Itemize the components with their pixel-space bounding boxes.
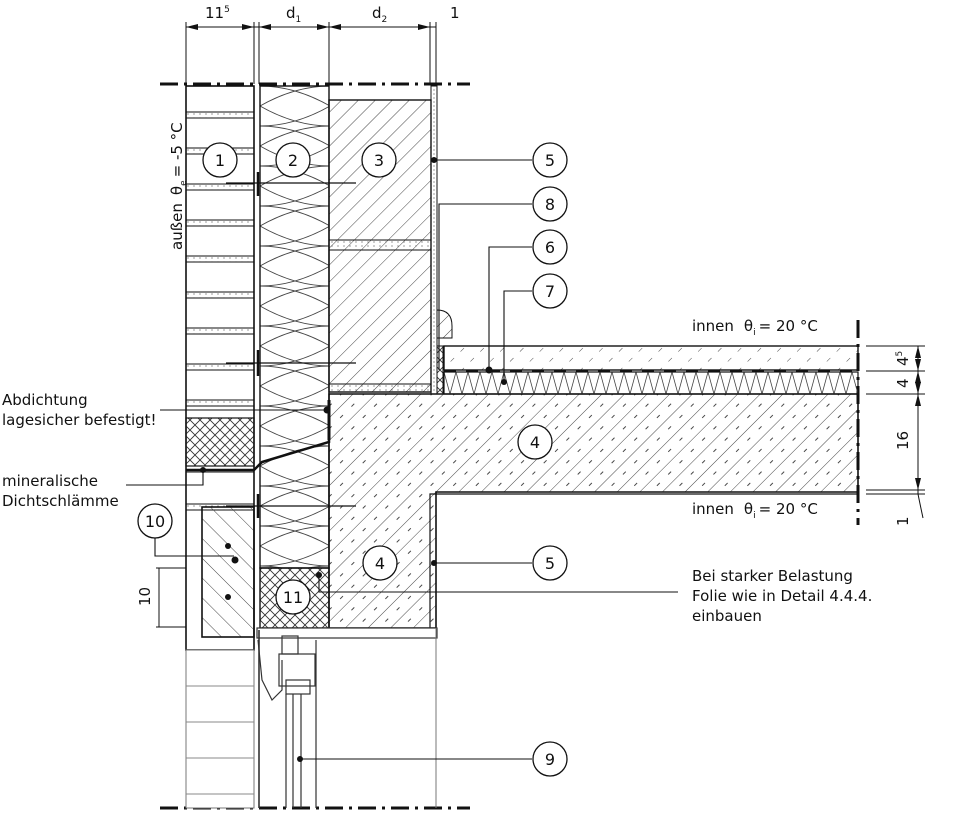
callout-8: 8 bbox=[532, 186, 568, 222]
callout-circle bbox=[532, 273, 568, 309]
interior-plaster bbox=[430, 85, 438, 395]
wall-ties bbox=[226, 172, 356, 518]
callout-circle bbox=[517, 424, 553, 460]
right-dimension-chain bbox=[866, 345, 925, 519]
dim-right-plaster: 1 bbox=[894, 516, 912, 526]
annotation-line: Dichtschlämme bbox=[2, 492, 119, 510]
brick-joint bbox=[185, 183, 255, 191]
brick-joint bbox=[185, 255, 255, 263]
callout-circle bbox=[202, 142, 238, 178]
callout-number: 7 bbox=[545, 282, 555, 301]
callout-number: 4 bbox=[530, 433, 540, 452]
annotation-line: lagesicher befestigt! bbox=[2, 411, 157, 429]
callout-circle bbox=[532, 229, 568, 265]
annotation-line: einbauen bbox=[692, 607, 762, 625]
dim-right-insulation: 4 bbox=[894, 378, 912, 388]
dim-left-lintel: 10 bbox=[136, 587, 154, 606]
callout-1: 1 bbox=[202, 142, 238, 178]
annotation-line: Abdichtung bbox=[2, 391, 88, 409]
callout-number: 5 bbox=[545, 554, 555, 573]
facing-brick-wall bbox=[185, 85, 255, 809]
dimension-arrows bbox=[186, 24, 430, 30]
annotation-slurry: mineralische Dichtschlämme bbox=[2, 471, 119, 511]
point-dot bbox=[225, 594, 231, 600]
callout-group: 1 2 3 4 4 5 5 6 7 8 9 10 11 bbox=[137, 142, 568, 777]
dim-top-d2: d2 bbox=[372, 4, 387, 25]
callout-circle bbox=[362, 545, 398, 581]
callout-number: 3 bbox=[374, 151, 384, 170]
callout-number: 9 bbox=[545, 750, 555, 769]
callout-3: 3 bbox=[361, 142, 397, 178]
mortar-joint bbox=[328, 383, 432, 393]
dimension-arrows-right bbox=[915, 346, 921, 490]
impact-insulation bbox=[443, 371, 859, 395]
callout-number: 6 bbox=[545, 238, 555, 257]
callout-number: 5 bbox=[545, 151, 555, 170]
window-frame bbox=[256, 627, 438, 808]
callout-4: 4 bbox=[517, 424, 553, 460]
callout-circle bbox=[532, 186, 568, 222]
callout-number: 2 bbox=[288, 151, 298, 170]
outside-climate-label: außenθe= -5 °C bbox=[168, 122, 189, 250]
brick-joint bbox=[185, 399, 255, 407]
annotation-line: mineralische bbox=[2, 472, 99, 490]
annotation-sealing: Abdichtung lagesicher befestigt! bbox=[2, 390, 157, 430]
brick-joint bbox=[185, 219, 255, 227]
brick-joint bbox=[185, 291, 255, 299]
callout-2: 2 bbox=[275, 142, 311, 178]
callout-circle bbox=[275, 142, 311, 178]
callout-circle bbox=[137, 503, 173, 539]
callout-circle bbox=[361, 142, 397, 178]
callout-circle bbox=[532, 142, 568, 178]
annotation-line: Bei starker Belastung bbox=[692, 567, 853, 585]
callout-5: 5 bbox=[532, 142, 568, 178]
callout-7: 7 bbox=[532, 273, 568, 309]
dim-right-screed: 45 bbox=[894, 351, 912, 366]
callout-number: 11 bbox=[283, 588, 303, 607]
callout-number: 1 bbox=[215, 151, 225, 170]
lintel bbox=[201, 506, 255, 638]
brick-joint bbox=[185, 327, 255, 335]
dim-right-slab: 16 bbox=[894, 431, 912, 450]
brick-joint bbox=[185, 363, 255, 371]
mortar-joint bbox=[328, 239, 432, 251]
callout-number: 4 bbox=[375, 554, 385, 573]
point-dot bbox=[231, 556, 239, 564]
leader-dots bbox=[200, 157, 507, 762]
callout-number: 10 bbox=[145, 512, 165, 531]
annotation-heavy-load: Bei starker Belastung Folie wie in Detai… bbox=[692, 566, 872, 626]
beam-plaster bbox=[429, 493, 436, 628]
callout-circle bbox=[532, 545, 568, 581]
callout-5: 5 bbox=[532, 545, 568, 581]
floor-screed bbox=[443, 345, 859, 371]
callout-11: 11 bbox=[275, 579, 311, 615]
annotation-line: Folie wie in Detail 4.4.4. bbox=[692, 587, 873, 605]
left-dimension bbox=[156, 567, 186, 628]
callout-9: 9 bbox=[532, 741, 568, 777]
skirting-board bbox=[436, 309, 453, 339]
callout-4: 4 bbox=[362, 545, 398, 581]
dim-top-d1: d1 bbox=[286, 4, 301, 25]
dim-top-1: 115 bbox=[205, 4, 230, 22]
callout-10: 10 bbox=[137, 503, 173, 539]
brick-joint bbox=[185, 111, 255, 119]
callout-number: 8 bbox=[545, 195, 555, 214]
callout-circle bbox=[275, 579, 311, 615]
point-dot bbox=[225, 543, 231, 549]
dim-top-4: 1 bbox=[450, 4, 460, 22]
callout-circle bbox=[532, 741, 568, 777]
callout-6: 6 bbox=[532, 229, 568, 265]
top-dimension-chain bbox=[185, 22, 437, 84]
leader-lines bbox=[126, 159, 678, 760]
edge-strip bbox=[436, 345, 444, 395]
